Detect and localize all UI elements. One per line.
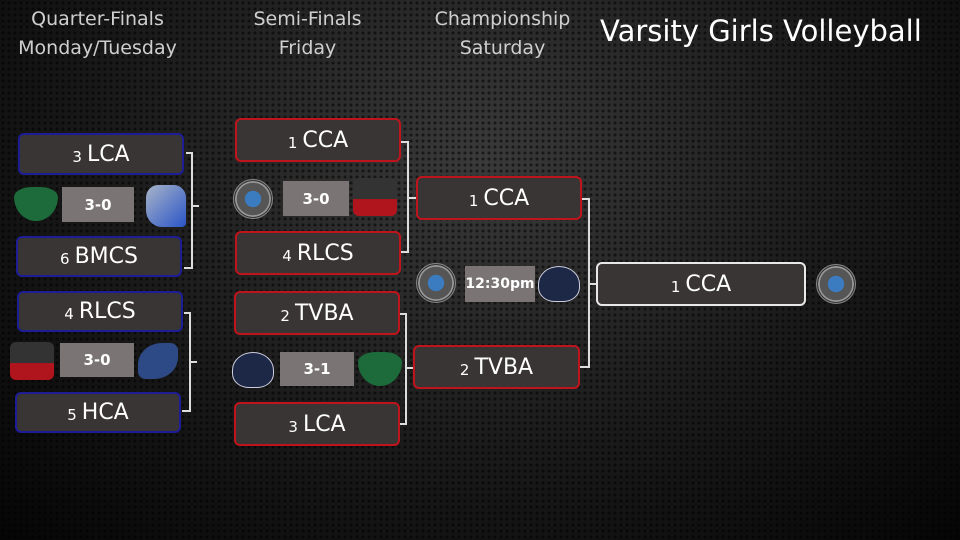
page-title: Varsity Girls Volleyball [600, 14, 922, 48]
knights-logo-icon [416, 263, 456, 303]
bracket-line [407, 197, 416, 199]
knight-blue-logo-icon [146, 185, 186, 227]
sf1-score: 3-0 [283, 181, 349, 216]
swordsmen-logo-icon [10, 342, 54, 380]
bracket-line [184, 312, 190, 314]
knights-logo-icon [816, 264, 856, 304]
bracket-line [400, 423, 407, 425]
knights-logo-icon [233, 179, 273, 219]
sf2-score: 3-1 [280, 352, 354, 386]
bracket-line [189, 361, 197, 363]
bracket-line [186, 152, 192, 154]
bracket-line [405, 367, 413, 369]
bracket-line [401, 141, 409, 143]
bracket-line [580, 366, 589, 368]
bracket-line [191, 205, 199, 207]
bracket-line [182, 410, 190, 412]
championship-time: 12:30pm [465, 266, 535, 302]
qf2-score: 3-0 [60, 343, 134, 377]
bracket-line [184, 267, 192, 269]
bracket-line [400, 313, 407, 315]
bracket-line [191, 152, 193, 269]
qf1-score: 3-0 [62, 187, 134, 222]
bracket-line [582, 198, 589, 200]
navy-mascot-logo-icon [538, 266, 580, 302]
swordsmen-logo-icon [353, 178, 397, 216]
bracket-line [588, 283, 596, 285]
navy-mascot-logo-icon [232, 352, 274, 388]
bracket-line [401, 251, 409, 253]
bracket-line [405, 313, 407, 425]
